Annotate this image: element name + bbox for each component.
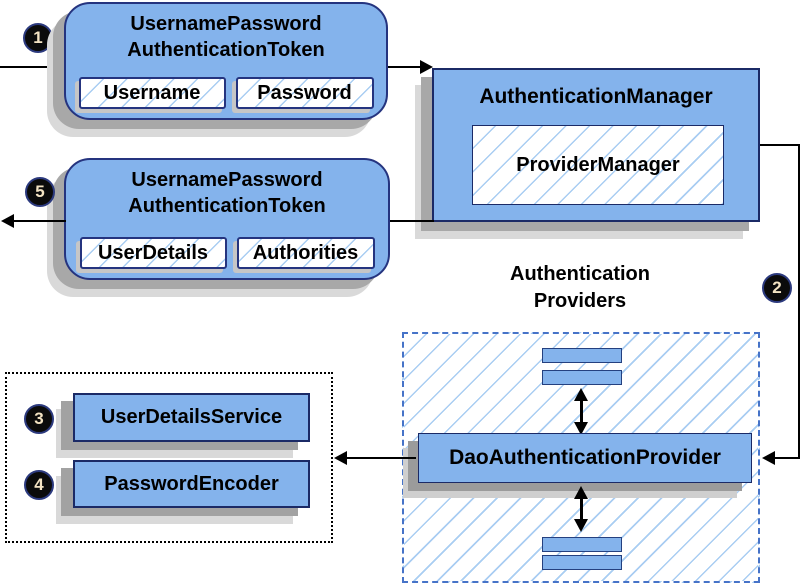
authentication-providers-label-line1: Authentication [510,263,650,285]
step-5-badge: 5 [25,177,55,207]
token-request-fields: Username Password [66,77,386,109]
username-password-token-request-box: UsernamePassword AuthenticationToken Use… [64,2,388,120]
username-password-token-result-box: UsernamePassword AuthenticationToken Use… [64,158,390,280]
token-result-fields: UserDetails Authorities [66,237,388,269]
authentication-providers-label: Authentication Providers [455,261,705,315]
manager-to-provider-connector-vertical [798,144,800,459]
other-provider-bar-bottom-2 [542,555,622,570]
bidirectional-arrow-top-down-head [574,422,588,435]
incoming-request-line [0,66,66,68]
authentication-providers-label-line2: Providers [533,290,627,312]
bidirectional-arrow-top-up-head [574,388,588,401]
provider-to-services-line [344,457,416,459]
token-result-title-line1: UsernamePassword [131,169,323,191]
authentication-manager-box: AuthenticationManager ProviderManager [432,68,760,222]
step-4-badge: 4 [24,470,54,500]
authorities-field: Authorities [236,237,375,269]
bidirectional-arrow-top-line [580,399,583,425]
providers-dashed-box: DaoAuthenticationProvider [402,332,760,583]
arrow-to-authentication-manager-line [388,66,422,68]
bidirectional-arrow-bottom-line [580,497,583,521]
password-encoder-box: PasswordEncoder [73,460,310,508]
manager-to-provider-arrow-head [762,451,775,465]
result-out-arrow-head [1,214,14,228]
bidirectional-arrow-bottom-up-head [574,486,588,499]
services-dotted-box [5,372,333,543]
token-result-title-line2: AuthenticationToken [128,195,326,217]
other-provider-bar-bottom-1 [542,537,622,552]
token-request-title-line1: UsernamePassword [130,13,322,35]
manager-to-provider-connector-top [760,144,800,146]
provider-manager-box: ProviderManager [472,125,724,205]
other-provider-bar-top-2 [542,370,622,385]
bidirectional-arrow-bottom-down-head [574,519,588,532]
provider-to-services-arrow-head [334,451,347,465]
authentication-manager-title: AuthenticationManager [479,85,713,108]
dao-authentication-provider-box: DaoAuthenticationProvider [418,433,752,483]
step-1-badge: 1 [23,23,53,53]
step-3-badge: 3 [24,404,54,434]
manager-to-provider-connector-bottom [774,457,800,459]
username-field: Username [78,77,226,109]
manager-to-result-token-line [388,220,434,222]
arrow-to-authentication-manager-head [420,60,433,74]
user-details-field: UserDetails [79,237,227,269]
password-field: Password [235,77,374,109]
result-out-line [12,220,66,222]
step-2-badge: 2 [762,273,792,303]
token-request-title-line2: AuthenticationToken [127,39,325,61]
user-details-service-box: UserDetailsService [73,393,310,442]
other-provider-bar-top-1 [542,348,622,363]
